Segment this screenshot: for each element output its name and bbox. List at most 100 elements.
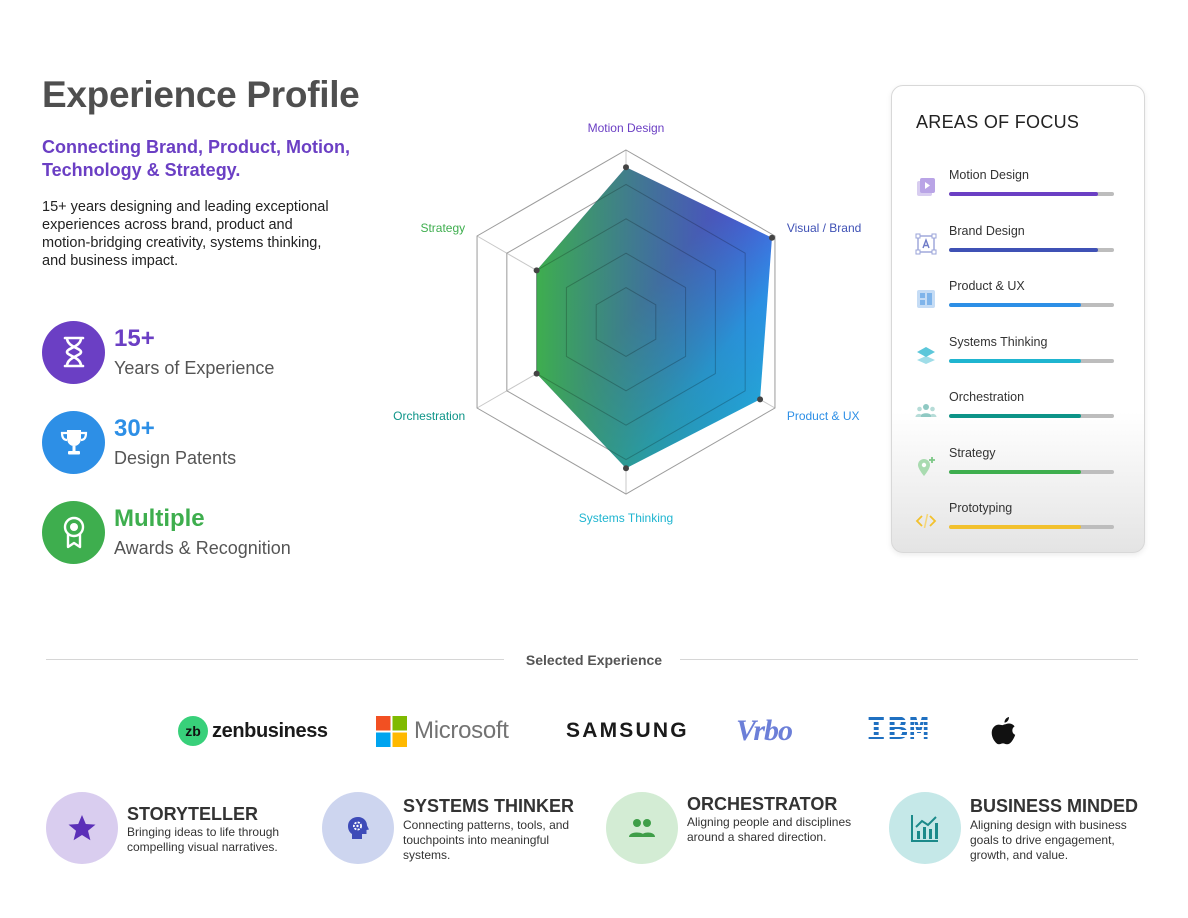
- page-subtitle: Connecting Brand, Product, Motion, Techn…: [42, 137, 350, 180]
- team-icon: [914, 398, 938, 422]
- areas-of-focus-card: AREAS OF FOCUS Motion Design Brand Desig…: [891, 85, 1145, 553]
- focus-bar: [949, 192, 1114, 196]
- client-logos: zb zenbusiness Microsoft SAMSUNG Vrbo IB…: [0, 705, 1188, 757]
- star-icon: [46, 792, 118, 864]
- divider-left: [46, 659, 504, 660]
- focus-bar-fill: [949, 359, 1081, 363]
- stat-awards: Multiple Awards & Recognition: [42, 500, 291, 564]
- trophy-icon: [42, 410, 105, 474]
- brand-typography-icon: [914, 232, 938, 256]
- focus-bar-fill: [949, 525, 1081, 529]
- radar-area: [476, 149, 776, 495]
- stat-patents: 30+ Design Patents: [42, 410, 236, 474]
- stat-label: Years of Experience: [114, 357, 275, 378]
- focus-bar-fill: [949, 303, 1081, 307]
- radar-axis-label: Strategy: [420, 221, 465, 235]
- radar-point: [533, 370, 540, 377]
- play-video-icon: [914, 176, 938, 200]
- location-pin-plus-icon: [914, 454, 938, 478]
- stat-years: 15+ Years of Experience: [42, 320, 274, 384]
- radar-axis-label: Orchestration: [393, 409, 465, 423]
- focus-label: Systems Thinking: [949, 335, 1048, 349]
- trait-orchestrator: ORCHESTRATOR Aligning people and discipl…: [606, 792, 876, 864]
- samsung-wordmark: SAMSUNG: [566, 719, 689, 742]
- microsoft-squares-icon: [376, 715, 407, 747]
- focus-bar: [949, 470, 1114, 474]
- focus-bar: [949, 303, 1114, 307]
- code-icon: [914, 509, 938, 533]
- radar-inner-ring: [595, 287, 657, 357]
- focus-bar-fill: [949, 192, 1098, 196]
- logo-zenbusiness: zb zenbusiness: [178, 705, 328, 757]
- apple-logo-icon: [990, 705, 1018, 757]
- dashboard-layout-icon: [914, 287, 938, 311]
- trait-description: Connecting patterns, tools, and touchpoi…: [403, 818, 570, 862]
- stat-value: 15+: [114, 324, 155, 352]
- selected-experience-label: Selected Experience: [525, 652, 663, 668]
- focus-bar: [949, 359, 1114, 363]
- focus-label: Product & UX: [949, 279, 1025, 293]
- divider-right: [680, 659, 1138, 660]
- radar-area-overlay: [536, 167, 772, 469]
- layers-icon: [914, 343, 938, 367]
- hourglass-icon: [42, 320, 105, 384]
- trait-business-minded: BUSINESS MINDED Aligning design with bus…: [889, 792, 1169, 864]
- stat-label: Design Patents: [114, 447, 237, 468]
- trait-name: STORYTELLER: [127, 804, 259, 824]
- microsoft-wordmark: Microsoft: [414, 717, 509, 744]
- radar-point: [757, 396, 764, 403]
- focus-item-systems-thinking: Systems Thinking: [914, 335, 1124, 375]
- page-title: Experience Profile: [42, 74, 360, 115]
- radar-axis-label: Motion Design: [588, 121, 665, 135]
- trait-name: ORCHESTRATOR: [687, 794, 838, 814]
- focus-label: Motion Design: [949, 168, 1029, 182]
- trait-name: BUSINESS MINDED: [970, 796, 1139, 816]
- focus-bar-fill: [949, 248, 1098, 252]
- zenbusiness-wordmark: zenbusiness: [212, 719, 328, 742]
- people-icon: [606, 792, 678, 864]
- focus-bar: [949, 414, 1114, 418]
- focus-label: Prototyping: [949, 501, 1013, 515]
- stat-value: 30+: [114, 414, 155, 442]
- radar-axis-label: Systems Thinking: [579, 511, 673, 525]
- radar-inner-ring: [506, 183, 746, 461]
- zenbusiness-mark: zb: [178, 716, 208, 746]
- award-ribbon-icon: [42, 500, 105, 564]
- radar-point: [623, 465, 629, 472]
- focus-item-prototyping: Prototyping: [914, 501, 1124, 541]
- focus-item-motion-design: Motion Design: [914, 168, 1124, 208]
- radar-point: [623, 164, 629, 171]
- stat-value: Multiple: [114, 504, 205, 532]
- vrbo-wordmark: Vrbo: [736, 714, 793, 747]
- focus-label: Orchestration: [949, 390, 1025, 404]
- trait-description: Aligning people and disciplines around a…: [687, 815, 852, 844]
- focus-bar-fill: [949, 470, 1081, 474]
- focus-label: Brand Design: [949, 224, 1025, 238]
- radar-axis-label: Product & UX: [787, 409, 860, 423]
- focus-bar: [949, 525, 1114, 529]
- logo-ibm: IBM: [866, 705, 930, 757]
- radar-point: [768, 234, 775, 241]
- logo-microsoft: Microsoft: [376, 705, 509, 757]
- ibm-wordmark: IBM: [866, 712, 931, 750]
- radar-point: [533, 267, 540, 274]
- focus-bar-fill: [949, 414, 1081, 418]
- radar-inner-ring: [565, 252, 687, 392]
- trait-systems-thinker: SYSTEMS THINKER Connecting patterns, too…: [322, 792, 592, 864]
- focus-item-product-ux: Product & UX: [914, 279, 1124, 319]
- intro-text: 15+ years designing and leading exceptio…: [42, 199, 329, 269]
- trait-name: SYSTEMS THINKER: [403, 796, 575, 816]
- focus-item-orchestration: Orchestration: [914, 390, 1124, 430]
- focus-bar: [949, 248, 1114, 252]
- trait-description: Aligning design with business goals to d…: [970, 818, 1127, 862]
- radar-inner-ring: [476, 149, 776, 495]
- radar-axis-label: Visual / Brand: [787, 221, 862, 235]
- focus-item-brand-design: Brand Design: [914, 224, 1124, 264]
- stat-label: Awards & Recognition: [114, 537, 291, 558]
- trait-description: Bringing ideas to life through compellin…: [127, 825, 280, 854]
- trait-storyteller: STORYTELLER Bringing ideas to life throu…: [46, 792, 306, 864]
- growth-chart-icon: [889, 792, 961, 864]
- focus-title: AREAS OF FOCUS: [916, 112, 1080, 132]
